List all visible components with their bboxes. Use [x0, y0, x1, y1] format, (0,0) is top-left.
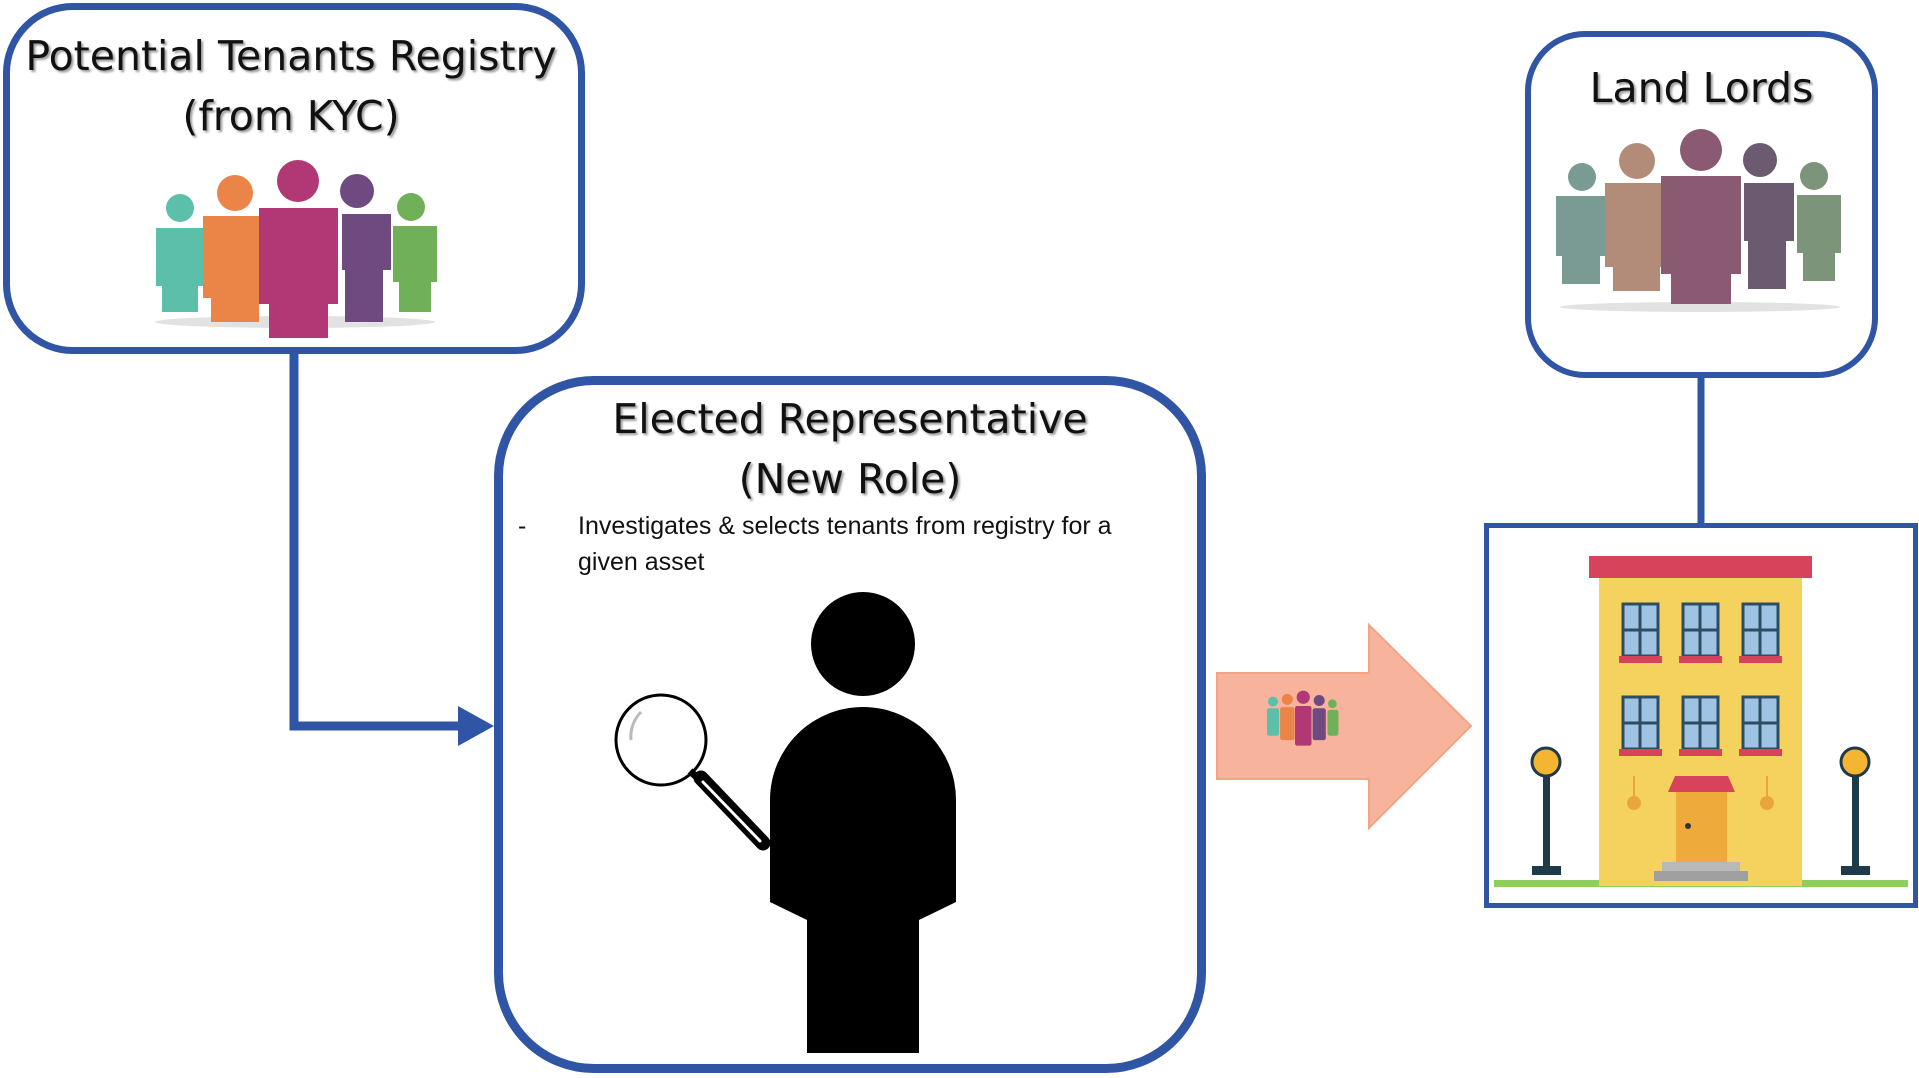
bullet-marker: -	[518, 512, 527, 540]
tenants-title-line1: Potential Tenants Registry	[25, 32, 557, 80]
bullet-text: Investigates & selects tenants from regi…	[578, 512, 1112, 576]
representative-title-line1: Elected Representative	[612, 395, 1088, 443]
transfer-arrow	[1216, 622, 1473, 831]
representative-bullet-item: - Investigates & selects tenants from re…	[518, 508, 1158, 580]
tenants-to-representative-connector	[289, 354, 494, 746]
representative-title: Elected Representative (New Role)	[494, 389, 1206, 509]
representative-title-line2: (New Role)	[738, 455, 962, 503]
transfer-people-icon	[1266, 690, 1339, 746]
landlords-title: Land Lords	[1525, 58, 1878, 118]
tenants-registry-title: Potential Tenants Registry (from KYC)	[0, 26, 582, 146]
tenants-people-icon	[155, 160, 437, 338]
apartment-building-icon	[1494, 556, 1908, 887]
tenants-title-line2: (from KYC)	[182, 92, 400, 140]
representative-person-icon	[614, 592, 956, 1053]
landlords-people-icon	[1556, 129, 1841, 312]
landlords-title-text: Land Lords	[1589, 64, 1814, 112]
